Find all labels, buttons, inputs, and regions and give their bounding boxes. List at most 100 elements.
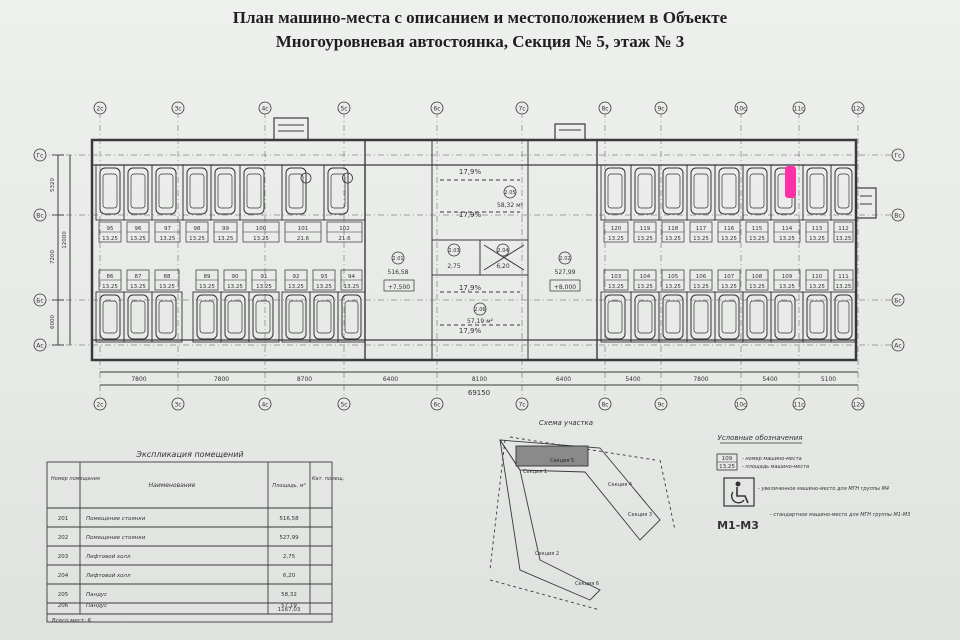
table-cell-name: Помещение стоянки <box>86 516 146 522</box>
axis-bubble-top <box>654 101 668 115</box>
parking-space-area: 21.6 <box>338 236 351 242</box>
car-outline <box>690 167 712 215</box>
parking-space-number: 88 <box>164 274 171 280</box>
axis-bubble-bottom <box>430 397 444 411</box>
axis-label-bottom: 5с <box>340 402 347 409</box>
car-outline <box>99 167 121 215</box>
parking-space <box>323 164 366 221</box>
room-203-area: 2,75 <box>447 263 461 270</box>
table-cell-name: Пандус <box>86 592 107 598</box>
axis-label-bottom: 8с <box>601 402 608 409</box>
parking-space-area: 13.25 <box>189 236 205 242</box>
table-cell-number: 206 <box>58 603 69 609</box>
parking-space-number: 96 <box>135 226 142 232</box>
axis-bubble-top <box>851 101 865 115</box>
parking-space-number: 92 <box>293 274 300 280</box>
parking-space <box>830 291 857 343</box>
legend-desc-m1m3: - стандартное машино-место для МГН групп… <box>770 512 910 518</box>
axis-label-bottom: 11с <box>794 402 805 409</box>
parking-space-number: 100 <box>256 226 267 232</box>
stair-left <box>273 117 309 141</box>
parking-space-area: 13.25 <box>256 284 272 290</box>
ramp-top-id: 2.05 <box>504 190 515 196</box>
parking-space-area: 13.25 <box>253 236 269 242</box>
axis-bubble-top <box>515 101 529 115</box>
parking-space-area: 13.25 <box>130 284 146 290</box>
axis-bubble-top <box>792 101 806 115</box>
parking-space-area: 13.25 <box>637 284 653 290</box>
exit-stair <box>855 187 877 219</box>
axis-bubble-right <box>891 148 905 162</box>
ramp-bottom-slope-2: 17,9% <box>459 327 482 335</box>
axis-bubble-top <box>337 101 351 115</box>
parking-space-area: 13.25 <box>749 236 765 242</box>
table-cell-name: Пандус <box>86 603 107 609</box>
axis-label-top: 4с <box>261 106 268 113</box>
parking-space-number: 107 <box>724 274 735 280</box>
room-202-id: 2.02 <box>559 256 570 262</box>
car-outline <box>690 294 712 340</box>
parking-space-number: 111 <box>838 274 849 280</box>
parking-space-area: 13.25 <box>159 284 175 290</box>
stair-right <box>554 123 586 141</box>
parking-space-number: 93 <box>321 274 328 280</box>
ramp-bottom-id: 2.06 <box>474 307 485 313</box>
parking-space-area: 13.25 <box>130 236 146 242</box>
legend-sample-number: 109 <box>722 456 733 462</box>
car-outline <box>99 294 121 340</box>
ramp-bottom-area: 57,19 м² <box>467 318 494 325</box>
parking-space-number: 116 <box>724 226 735 232</box>
bottom-dimension: 6400 <box>383 376 398 383</box>
car-outline <box>634 167 656 215</box>
axis-bubble-left <box>33 293 47 307</box>
parking-space-number: 103 <box>611 274 622 280</box>
parking-space-area: 13.25 <box>316 284 332 290</box>
bottom-dimension: 5400 <box>762 376 777 383</box>
bottom-dimension: 5100 <box>821 376 836 383</box>
parking-space-number: 95 <box>107 226 114 232</box>
axis-bubble-left <box>33 208 47 222</box>
table-footer: Всего мест: 6 <box>52 618 92 624</box>
parking-space-area: 13.25 <box>227 284 243 290</box>
parking-space-number: 117 <box>696 226 707 232</box>
ramp-top-slope: 17,9% <box>459 168 482 176</box>
document-title: План машино-места с описанием и местопол… <box>232 8 728 27</box>
axis-label-left: Гс <box>37 153 44 160</box>
parking-space-area: 13.25 <box>665 236 681 242</box>
axis-bubble-bottom <box>171 397 185 411</box>
axis-bubble-top <box>171 101 185 115</box>
axis-label-top: 6с <box>433 106 440 113</box>
room-203-id: 2.03 <box>448 248 459 254</box>
left-dimension: 5320 <box>50 178 56 192</box>
car-outline <box>127 167 149 215</box>
explication-table <box>46 461 333 623</box>
wheelchair-icon <box>723 477 755 507</box>
axis-label-top: 2с <box>96 106 103 113</box>
parking-space-number: 97 <box>164 226 171 232</box>
header-room-number: Номер помещения <box>51 476 100 482</box>
car-outline <box>186 167 208 215</box>
parking-space-number: 112 <box>838 226 849 232</box>
axis-bubble-top <box>93 101 107 115</box>
car-outline <box>127 294 149 340</box>
car-outline <box>341 294 362 340</box>
axis-bubble-right <box>891 338 905 352</box>
parking-space-number: 119 <box>640 226 651 232</box>
parking-space-area: 13.25 <box>721 284 737 290</box>
parking-space-area: 13.25 <box>779 284 795 290</box>
table-cell-number: 203 <box>58 554 69 560</box>
axis-bubble-bottom <box>654 397 668 411</box>
parking-space-number: 106 <box>696 274 707 280</box>
axis-bubble-bottom <box>598 397 612 411</box>
parking-space <box>151 291 183 343</box>
parking-space <box>770 291 804 343</box>
axis-label-right: Бс <box>894 298 901 305</box>
bottom-dimension: 5400 <box>625 376 640 383</box>
bottom-dimension: 7800 <box>214 376 229 383</box>
axis-bubble-bottom <box>258 397 272 411</box>
